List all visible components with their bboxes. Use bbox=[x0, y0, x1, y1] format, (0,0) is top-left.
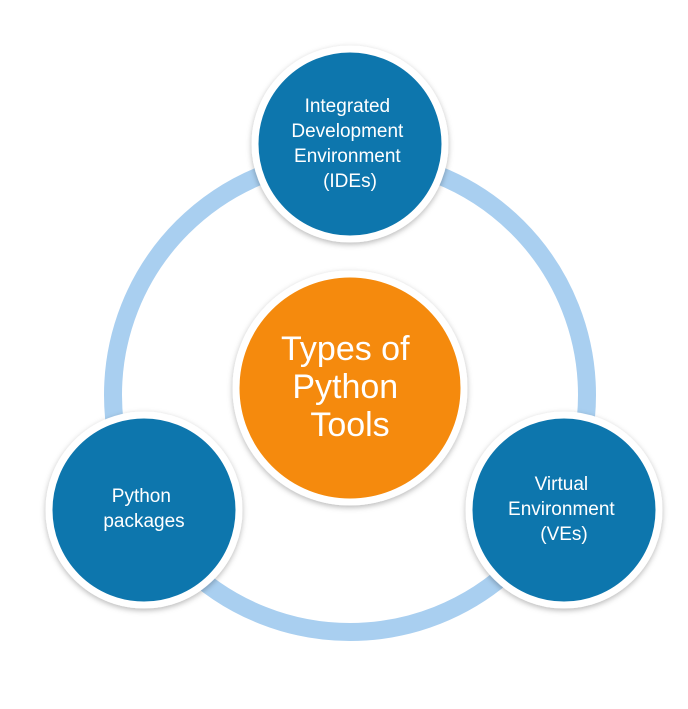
center-line-3: Tools bbox=[310, 406, 389, 444]
node-packages-line-2: packages bbox=[103, 511, 184, 532]
node-packages-line-1: Python bbox=[112, 486, 171, 507]
center-node-label: Types of Python Tools bbox=[281, 330, 419, 444]
node-venv-label: Virtual Environment (VEs) bbox=[508, 474, 620, 545]
center-node bbox=[232, 270, 468, 506]
center-node-circle bbox=[232, 270, 468, 506]
node-venv-line-2: Environment bbox=[508, 499, 615, 520]
node-ide-line-4: (IDEs) bbox=[323, 171, 377, 192]
center-line-2: Python bbox=[292, 368, 398, 406]
node-ide bbox=[251, 45, 449, 243]
node-ide-line-1: Integrated bbox=[305, 96, 391, 117]
node-venv-circle bbox=[465, 411, 663, 609]
node-packages-circle bbox=[45, 411, 243, 609]
node-packages bbox=[45, 411, 243, 609]
node-ide-line-2: Development bbox=[291, 121, 404, 142]
node-venv-line-3: (VEs) bbox=[540, 524, 588, 545]
node-venv bbox=[465, 411, 663, 609]
node-venv-line-1: Virtual bbox=[535, 474, 589, 495]
center-line-1: Types of bbox=[281, 330, 410, 368]
node-ide-label: Integrated Development Environment (IDEs… bbox=[291, 96, 408, 192]
node-ide-circle bbox=[251, 45, 449, 243]
node-ide-line-3: Environment bbox=[294, 146, 401, 167]
node-packages-label: Python packages bbox=[103, 486, 184, 532]
